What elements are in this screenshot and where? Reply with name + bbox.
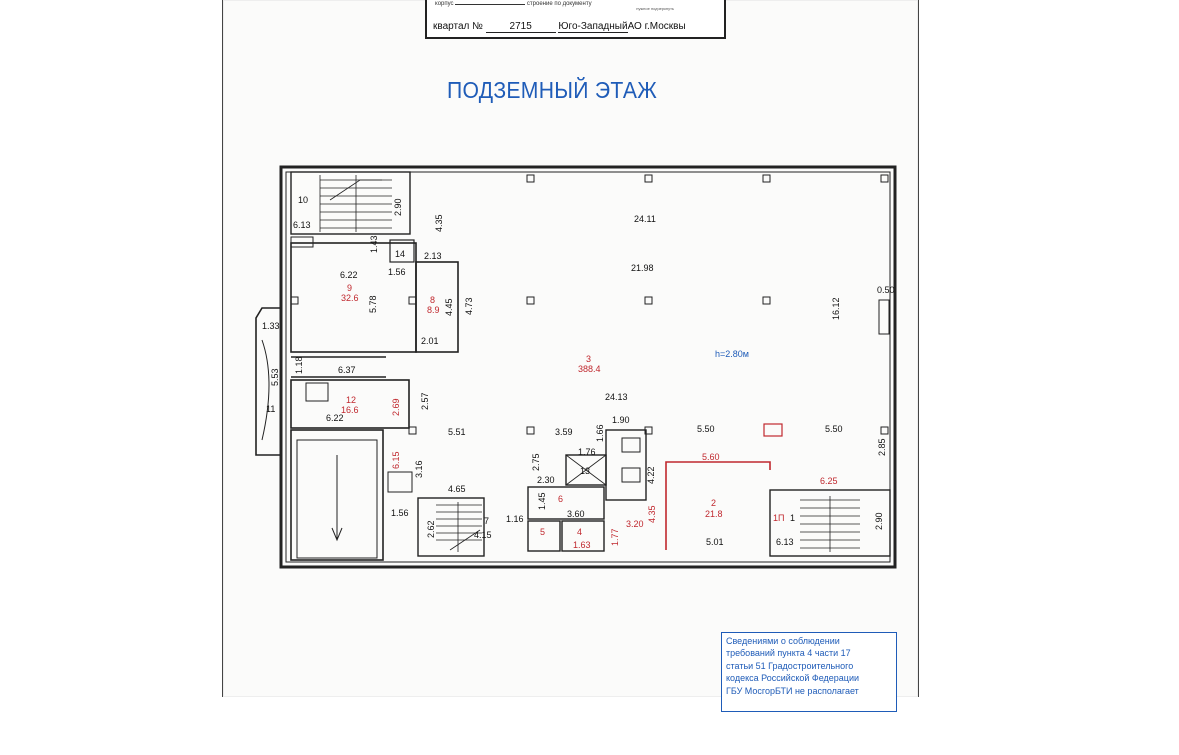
- dim-5-78: 5.78: [368, 295, 378, 313]
- dim-4-22: 4.22: [646, 466, 656, 484]
- dim-6-22b: 6.22: [326, 413, 344, 423]
- note-line-4: кодекса Российской Федерации: [726, 673, 860, 684]
- dim-1-43: 1.43: [369, 235, 379, 253]
- compliance-note-box: Сведениями о соблюдении требований пункт…: [721, 632, 897, 712]
- room-13-label: 13: [580, 466, 590, 476]
- dim-5-50b: 5.50: [825, 424, 843, 434]
- dim-1-90: 1.90: [612, 415, 630, 425]
- dim-1-45: 1.45: [537, 492, 547, 510]
- note-line-2: требований пункта 4 части 17: [726, 648, 851, 659]
- stamp-quarter-row: квартал № 2715 Юго-ЗападныйАО г.Москвы: [433, 21, 686, 33]
- dim-3-59: 3.59: [555, 427, 573, 437]
- vertical-dimension-labels: 2.90 4.35 1.43 5.78 4.45 4.73 16.12 5.53…: [270, 198, 887, 546]
- dim-4-73: 4.73: [464, 297, 474, 315]
- dimension-labels: 24.11 21.98 0.50 6.13 2.13 1.56 6.22 2.0…: [262, 214, 895, 550]
- dim-3-16: 3.16: [414, 460, 424, 478]
- room-1p-label: 1П: [773, 513, 784, 523]
- dim-2-30: 2.30: [537, 475, 555, 485]
- dim-5-53: 5.53: [270, 368, 280, 386]
- district-name: Юго-Западный: [558, 21, 628, 33]
- dim-4-65: 4.65: [448, 484, 466, 494]
- stamp-hint: нужное подчеркнуть: [636, 6, 674, 11]
- room-9-area: 32.6: [341, 293, 359, 303]
- dim-1-77: 1.77: [610, 528, 620, 546]
- dim-1-18: 1.18: [294, 356, 304, 374]
- dim-5-50a: 5.50: [697, 424, 715, 434]
- room-2-outline: [665, 423, 783, 550]
- dim-24-13: 24.13: [605, 392, 628, 402]
- dim-2-69: 2.69: [391, 398, 401, 416]
- dim-2-13: 2.13: [424, 251, 442, 261]
- room-3-number: 3: [586, 354, 591, 364]
- room-labels: 10 14 11 7 13 6 5 4 1П 1 3 388.4 9 32.6 …: [266, 195, 795, 537]
- dim-2-62: 2.62: [426, 520, 436, 538]
- dim-1-63: 1.63: [573, 540, 591, 550]
- title-block-stamp: корпус строение по документу нужное подч…: [425, 0, 726, 39]
- room-6-label: 6: [558, 494, 563, 504]
- dim-1-66: 1.66: [595, 424, 605, 442]
- column-grid: [290, 174, 889, 435]
- dim-1-76: 1.76: [578, 447, 596, 457]
- dim-2-75: 2.75: [531, 453, 541, 471]
- stamp-top-text-2: строение по документу: [526, 1, 592, 7]
- room-9-number: 9: [347, 283, 352, 293]
- dim-5-51: 5.51: [448, 427, 466, 437]
- dim-2-01: 2.01: [421, 336, 439, 346]
- room-10-label: 10: [298, 195, 308, 205]
- quarter-label: квартал №: [433, 21, 483, 32]
- dim-6-13a: 6.13: [293, 220, 311, 230]
- stamp-top-row: корпус строение по документу нужное подч…: [435, 0, 718, 11]
- note-line-5: ГБУ МосгорБТИ не располагает: [726, 685, 859, 696]
- dim-24-11: 24.11: [634, 214, 656, 224]
- dim-2-57: 2.57: [420, 392, 430, 410]
- room-1-label: 1: [790, 513, 795, 523]
- dim-6-22a: 6.22: [340, 270, 358, 280]
- dim-6-25: 6.25: [820, 476, 838, 486]
- room-14-label: 14: [395, 249, 405, 259]
- dim-4-35a: 4.35: [434, 214, 444, 232]
- dim-16-12: 16.12: [831, 297, 841, 320]
- city-name: АО г.Москвы: [627, 21, 686, 32]
- room-8-area: 8.9: [427, 305, 440, 315]
- dim-2-90a: 2.90: [393, 198, 403, 216]
- ceiling-height-label: h=2.80м: [715, 349, 749, 359]
- document-sheet: [222, 0, 919, 697]
- dim-6-13b: 6.13: [776, 537, 794, 547]
- room-11-label: 11: [266, 404, 275, 414]
- room-2-area: 21.8: [705, 509, 723, 519]
- dim-21-98: 21.98: [631, 263, 654, 273]
- room-12-area: 16.6: [341, 405, 359, 415]
- stamp-top-text: корпус: [435, 1, 454, 7]
- dim-0-50: 0.50: [877, 285, 895, 295]
- room-7-label: 7: [484, 516, 489, 526]
- note-line-3: статьи 51 Градостроительного: [726, 660, 854, 671]
- room-5-label: 5: [540, 527, 545, 537]
- dim-5-01: 5.01: [706, 537, 724, 547]
- room-4-label: 4: [577, 527, 582, 537]
- dim-4-15: 4.15: [474, 530, 492, 540]
- stamp-blank-line: [455, 4, 526, 5]
- room-8-number: 8: [430, 295, 435, 305]
- note-line-1: Сведениями о соблюдении: [726, 636, 840, 646]
- dim-3-20: 3.20: [626, 519, 644, 529]
- dim-1-56b: 1.56: [391, 508, 409, 518]
- dim-6-37: 6.37: [338, 365, 356, 375]
- dim-3-60: 3.60: [567, 509, 585, 519]
- room-12-number: 12: [346, 395, 356, 405]
- dim-2-90b: 2.90: [874, 512, 884, 530]
- dim-2-85: 2.85: [877, 438, 887, 456]
- dim-1-16: 1.16: [506, 514, 524, 524]
- quarter-number: 2715: [485, 21, 556, 33]
- dim-4-35b: 4.35: [647, 505, 657, 523]
- dim-6-15: 6.15: [391, 451, 401, 469]
- dim-1-33: 1.33: [262, 321, 280, 331]
- dim-4-45: 4.45: [444, 298, 454, 316]
- room-3-area: 388.4: [578, 364, 601, 374]
- dim-1-56a: 1.56: [388, 267, 406, 277]
- floor-title: ПОДЗЕМНЫЙ ЭТАЖ: [447, 77, 658, 103]
- room-2-number: 2: [711, 498, 716, 508]
- dim-5-60: 5.60: [702, 452, 720, 462]
